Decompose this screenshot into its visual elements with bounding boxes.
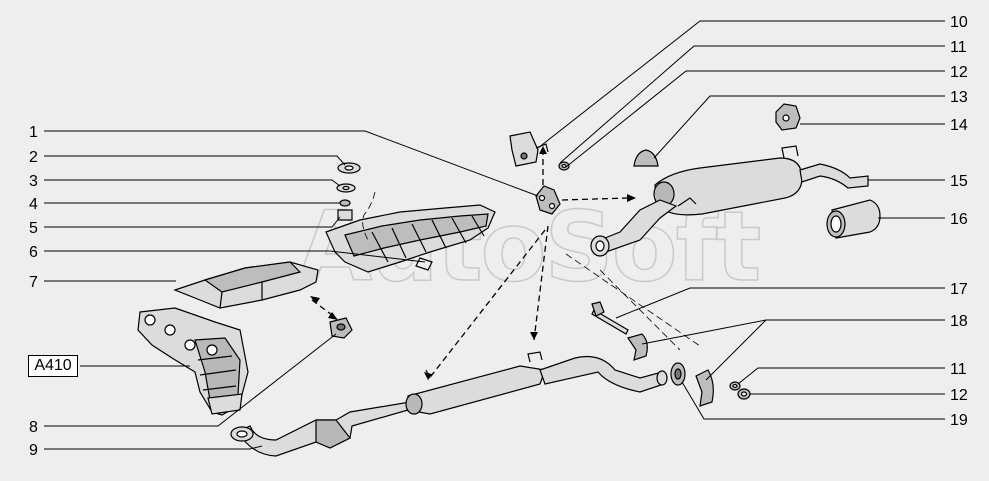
callout-5: 5 <box>29 220 38 237</box>
callout-11: 11 <box>950 39 967 56</box>
rubber-plug <box>633 149 659 167</box>
callout-11-lower: 11 <box>950 361 967 378</box>
assembly-arrows <box>310 146 701 381</box>
callout-2: 2 <box>29 149 38 166</box>
suspension-cushion <box>535 185 561 215</box>
callouts-left: 1 2 3 4 5 6 7 8 9 <box>29 124 38 459</box>
callout-13: 13 <box>950 89 968 106</box>
callout-16: 16 <box>950 211 968 228</box>
callout-1: 1 <box>29 124 38 141</box>
callout-8: 8 <box>29 419 38 436</box>
exhaust-manifold <box>137 307 249 416</box>
callout-3: 3 <box>29 173 38 190</box>
washer-stack <box>336 162 376 241</box>
reference-label-a410: A410 <box>28 355 78 377</box>
callouts-right: 10 11 12 13 14 15 16 17 18 11 12 19 <box>950 14 968 429</box>
callout-17: 17 <box>950 281 968 298</box>
clamp-half-upper <box>627 333 648 361</box>
callout-12: 12 <box>950 64 968 81</box>
clamp-bolt <box>591 301 629 335</box>
callout-14: 14 <box>950 117 968 134</box>
rubber-bush <box>329 317 353 339</box>
front-pipe <box>230 401 411 457</box>
callout-6: 6 <box>29 244 38 261</box>
hanger-cushion <box>775 103 801 131</box>
callout-4: 4 <box>29 196 38 213</box>
leader-lines <box>44 20 945 450</box>
callout-7: 7 <box>29 274 38 291</box>
muffler-bracket <box>509 131 570 171</box>
callout-18: 18 <box>950 313 968 330</box>
clamp-half-lower <box>695 369 714 407</box>
heat-shield-lower <box>173 261 319 309</box>
callout-10: 10 <box>950 14 968 31</box>
tailpipe-tip <box>826 199 881 239</box>
clamp-nuts <box>729 381 751 400</box>
callout-15: 15 <box>950 173 968 190</box>
callout-9: 9 <box>29 442 38 459</box>
callout-19: 19 <box>950 412 968 429</box>
callout-12-lower: 12 <box>950 387 968 404</box>
rear-muffler <box>590 145 869 257</box>
intermediate-pipe <box>405 351 668 415</box>
sealing-ring <box>670 362 686 386</box>
